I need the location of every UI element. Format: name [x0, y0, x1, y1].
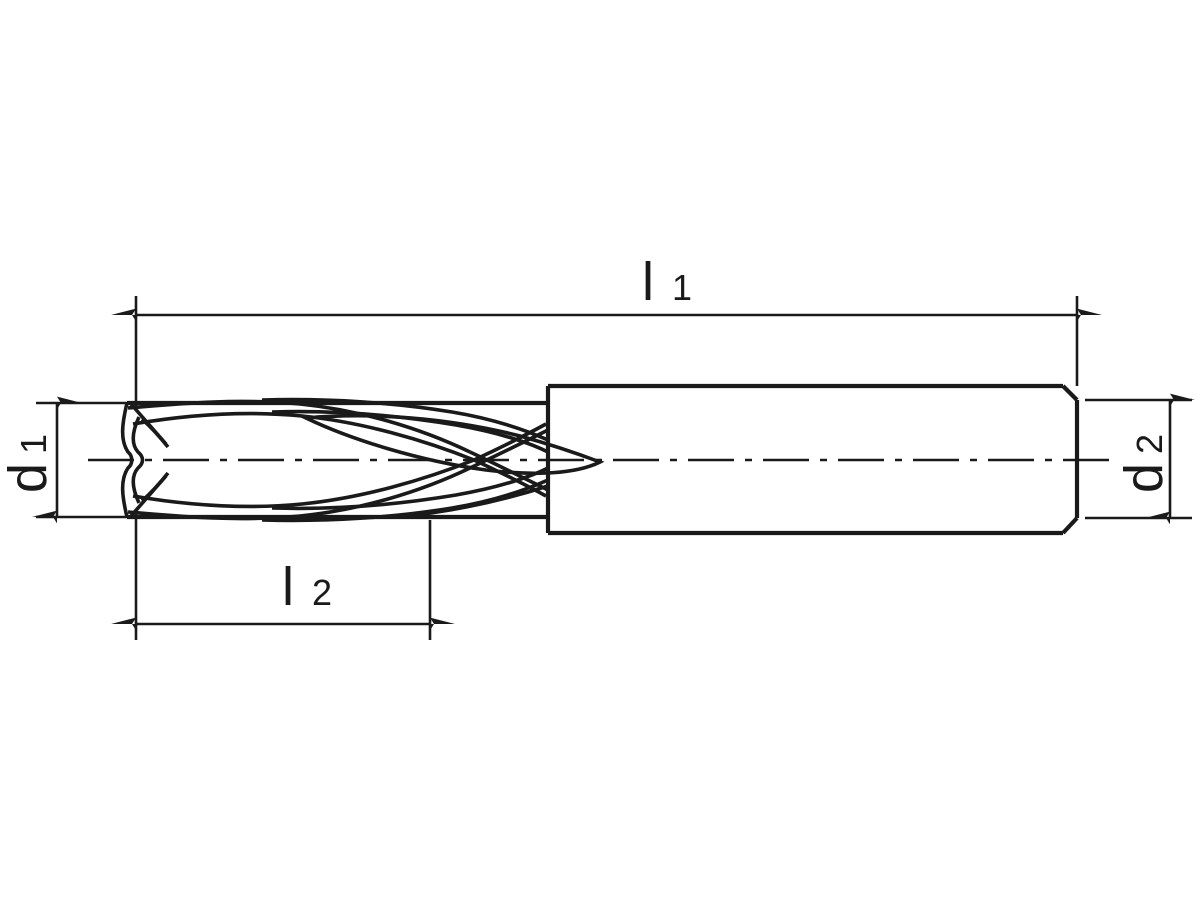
- flute-lower-1-leading: [127, 466, 471, 521]
- label-d1-subscript: 1: [13, 434, 54, 454]
- label-l2: l 2: [282, 557, 332, 617]
- flutes-upper: [127, 397, 605, 498]
- label-d2: d 2: [1114, 434, 1174, 493]
- label-d2-subscript: 2: [1129, 434, 1170, 454]
- label-l1-subscript: 1: [672, 267, 692, 308]
- flute-upper-1-leading: [127, 399, 471, 454]
- label-d1: d 1: [0, 434, 58, 493]
- label-l2-subscript: 2: [312, 572, 332, 613]
- extension-lines: [36, 296, 1192, 640]
- flute-upper-1-trailing: [132, 411, 475, 462]
- flute-lower-runout-2: [473, 422, 547, 462]
- flute-lower-runout-1: [469, 428, 549, 470]
- label-l1: l 1: [642, 252, 692, 312]
- flute-lower-edge-to-shank: [395, 484, 549, 519]
- shank-end-chamfer-top: [1061, 384, 1079, 402]
- flutes-lower: [127, 422, 549, 523]
- label-d2-base: d: [1114, 463, 1174, 493]
- flute-upper-groove-pocket: [299, 413, 605, 476]
- tip-center-relief: [131, 416, 145, 504]
- dimension-labels: l 1 l 2 d 1 d 2: [0, 252, 1174, 617]
- shank-end-chamfer-bottom: [1061, 516, 1079, 535]
- flute-upper-2-leading: [261, 397, 549, 442]
- label-d1-base: d: [0, 463, 58, 493]
- flute-lower-1-trailing: [132, 458, 475, 509]
- label-l2-base: l: [282, 557, 294, 617]
- flute-lower-2-trailing: [271, 466, 549, 511]
- dimension-lines: [32, 308, 1195, 631]
- label-l1-base: l: [642, 252, 654, 312]
